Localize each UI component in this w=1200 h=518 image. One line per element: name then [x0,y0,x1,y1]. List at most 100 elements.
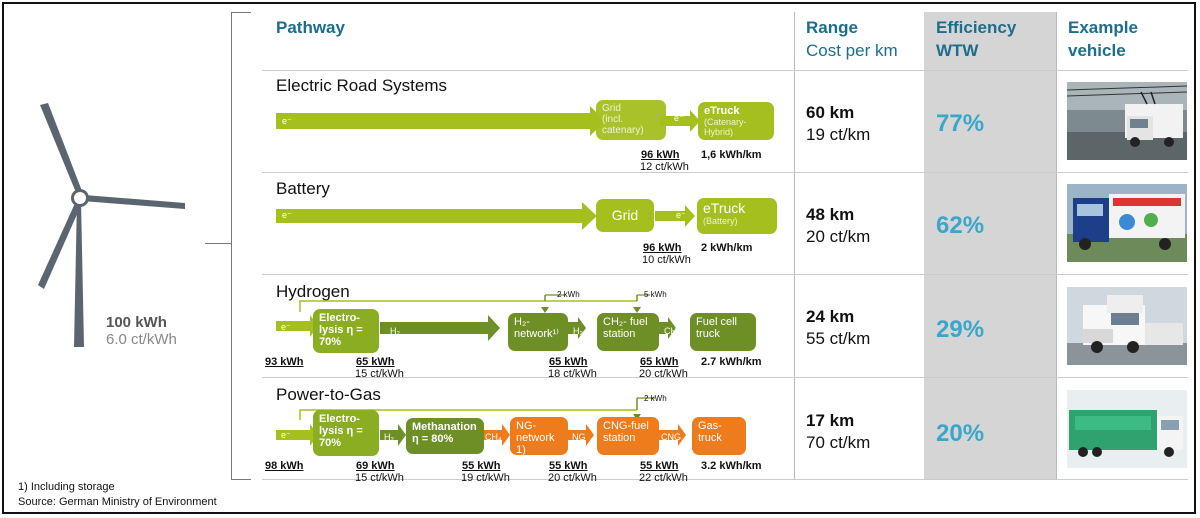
header-vehicle: vehicle [1068,41,1126,60]
h2-label-kwhkm: 2.7 kWh/km [701,356,762,368]
h2-fuelcell-label: Fuel cell truck [696,316,737,340]
ptg-label-19ct: 19 ct/kWh [461,472,510,484]
ers-label-96: 96 kWh [641,149,680,161]
ptg-methanation-label: Methanation η = 80% [412,421,477,445]
header-efficiency: Efficiency [936,18,1017,37]
ers-carrier: e⁻ [282,116,292,126]
source-amount: 100 kWh [106,314,167,331]
ptg-carrier-e: e⁻ [281,430,291,440]
ptg-gastruck-label: Gas- truck [698,420,722,444]
ptg-carrier-ng: NG [572,432,586,442]
battery-grid-box: Grid [596,199,654,232]
h2-efficiency: 29% [936,316,985,343]
battery-label-ct: 10 ct/kWh [642,254,691,266]
h2-label-15ct: 15 ct/kWh [355,368,404,380]
h2-label-93: 93 kWh [265,356,304,368]
h2-label-65b: 65 kWh [549,356,588,368]
ptg-electrolysis-box: Electro- lysis η = 70% [313,410,379,456]
h2-label-20ct: 20 ct/kWh [639,368,688,380]
ptg-label-20ct: 20 ct/kWh [548,472,597,484]
h2-cost: 55 ct/km [806,329,871,348]
row-sep-0 [262,70,1188,71]
h2-electrolysis-box: Electro- lysis η = 70% [313,309,379,353]
ptg-carrier-ch4: CH₄ [485,432,502,442]
row-sep-4 [262,479,1188,480]
row-sep-1 [262,172,1188,173]
bracket-spine [231,12,232,479]
bracket-stem [205,243,231,244]
footnote-storage: 1) Including storage [18,481,115,493]
ptg-gastruck-box: Gas- truck [692,417,746,455]
bracket-bottom [231,479,251,480]
row-title-hydrogen: Hydrogen [276,282,350,301]
ptg-methanation-box: Methanation η = 80% [406,418,484,454]
battery-carrier: e⁻ [282,210,292,220]
ptg-label-15ct: 15 ct/kWh [355,472,404,484]
battery-cost: 20 ct/km [806,227,871,246]
catenary-truck-image [1067,82,1187,160]
gas-truck-image [1067,390,1187,468]
header-pathway: Pathway [276,18,345,37]
ptg-flow [276,397,686,446]
battery-etruck-sub: (Battery) [703,216,738,226]
ers-etruck-label: eTruck [704,105,740,117]
battery-etruck-box: eTruck (Battery) [697,198,777,234]
battery-carrier-2: e⁻ [676,210,686,220]
row-title-ers: Electric Road Systems [276,76,447,95]
h2-carrier-h2: H₂ [390,326,400,336]
ptg-station-label: CNG-fuel station [603,420,649,444]
ptg-carrier-cng: CNG [661,432,681,442]
ers-flow [276,106,700,136]
battery-flow [276,202,695,230]
h2-carrier-h2-2: H₂ [573,326,583,336]
ers-grid-box: Grid (incl. catenary) [596,100,666,140]
ers-label-kwhkm: 1,6 kWh/km [701,149,762,161]
header-range: Range [806,18,858,37]
col-sep-2 [1056,12,1057,480]
battery-range: 48 km [806,205,855,224]
header-wtw: WTW [936,41,979,60]
h2-aux-2: 5 kWh [644,290,667,299]
ptg-label-22ct: 22 ct/kWh [639,472,688,484]
ers-etruck-sub: (Catenary- Hybrid) [704,117,747,137]
ers-efficiency: 77% [936,110,985,137]
h2-range: 24 km [806,307,855,326]
h2-fuelcell-box: Fuel cell truck [690,313,756,351]
h2-label-65a: 65 kWh [356,356,395,368]
row-sep-3 [262,377,1188,378]
ptg-efficiency: 20% [936,420,985,447]
ptg-network-label: NG- network 1) [516,420,555,456]
ptg-cost: 70 ct/km [806,433,871,452]
h2-aux-1: 2 kWh [557,290,580,299]
footnote-source: Source: German Ministry of Environment [18,496,217,508]
battery-efficiency: 62% [936,212,985,239]
h2-network-label: H₂- network¹⁾ [514,316,559,340]
ptg-station-box: CNG-fuel station [597,417,659,455]
ptg-label-55a: 55 kWh [462,460,501,472]
row-title-ptg: Power-to-Gas [276,385,381,404]
h2-label-18ct: 18 ct/kWh [548,368,597,380]
h2-station-box: CH₂- fuel station [597,313,659,351]
ers-range: 60 km [806,103,855,122]
h2-carrier-ch2: CH₂ [664,326,681,336]
header-cost: Cost per km [806,41,898,60]
col-sep-1 [794,12,795,480]
ers-label-ct: 12 ct/kWh [640,161,689,173]
ptg-range: 17 km [806,411,855,430]
ptg-label-kwhkm: 3.2 kWh/km [701,460,762,472]
battery-truck-image [1067,184,1187,262]
ers-cost: 19 ct/km [806,125,871,144]
battery-etruck-label: eTruck [703,200,746,216]
bracket-top [231,12,251,13]
wind-turbine-icon [38,103,185,347]
ptg-carrier-h2: H₂ [384,432,394,442]
h2-network-box: H₂- network¹⁾ [508,313,568,351]
ers-carrier-2: e⁻ [674,113,684,123]
ptg-label-55b: 55 kWh [549,460,588,472]
ptg-network-box: NG- network 1) [510,417,568,456]
h2-carrier-e: e⁻ [281,322,291,332]
h2-station-label: CH₂- fuel station [603,316,648,340]
ptg-aux-1: 2 kWh [644,394,667,403]
ptg-label-98: 98 kWh [265,460,304,472]
